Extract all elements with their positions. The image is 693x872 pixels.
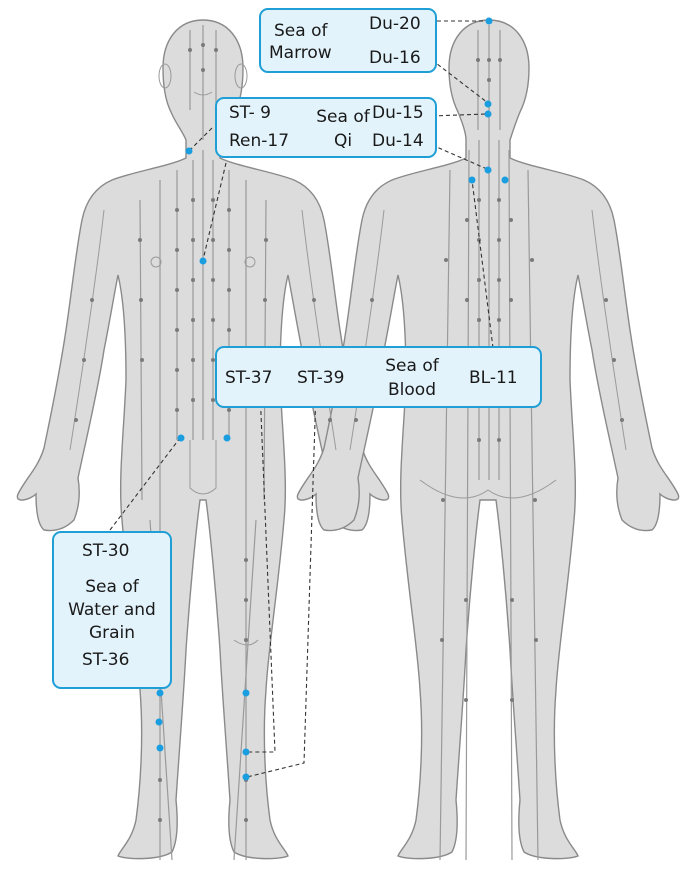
point-st9 [186, 148, 193, 155]
sea-of-marrow-box: Sea of Marrow Du-20 Du-16 [259, 8, 437, 73]
point-du14 [485, 167, 492, 174]
point-st30-right [224, 435, 231, 442]
marrow-title-line1: Sea of [274, 21, 327, 41]
qi-title-line1: Sea of [313, 107, 373, 127]
blood-title-line2: Blood [377, 380, 447, 400]
sea-of-blood-box: ST-37 ST-39 Sea of Blood BL-11 [215, 346, 542, 408]
sea-of-water-and-grain-box: ST-30 Sea of Water and Grain ST-36 [52, 531, 172, 689]
marrow-point-du16: Du-16 [369, 48, 421, 68]
qi-title-line2: Qi [313, 131, 373, 151]
point-st39-right [243, 774, 250, 781]
qi-point-ren17: Ren-17 [229, 131, 289, 151]
water-grain-title-line3: Grain [54, 623, 170, 643]
qi-point-du14: Du-14 [372, 131, 424, 151]
marrow-title-line2: Marrow [269, 43, 332, 63]
point-st37-right [243, 749, 250, 756]
qi-point-du15: Du-15 [372, 103, 424, 123]
point-bl11-right [502, 177, 509, 184]
blood-title-line1: Sea of [377, 356, 447, 376]
marrow-point-du20: Du-20 [369, 14, 421, 34]
point-ren17 [200, 258, 207, 265]
blood-point-bl11: BL-11 [469, 368, 518, 388]
point-st37-left [156, 719, 163, 726]
water-grain-title-line1: Sea of [54, 577, 170, 597]
point-st36-left [157, 690, 164, 697]
point-du20 [486, 18, 493, 25]
water-grain-title-line2: Water and [54, 600, 170, 620]
point-st36-right [243, 690, 250, 697]
blood-point-st39: ST-39 [297, 368, 344, 388]
point-st39-left [157, 745, 164, 752]
qi-point-st9: ST- 9 [229, 103, 271, 123]
water-grain-point-st36: ST-36 [82, 650, 129, 670]
sea-of-qi-box: ST- 9 Ren-17 Sea of Qi Du-15 Du-14 [215, 97, 437, 158]
point-st30-left [178, 435, 185, 442]
point-bl11-left [469, 177, 476, 184]
blood-point-st37: ST-37 [225, 368, 272, 388]
water-grain-point-st30: ST-30 [82, 541, 129, 561]
point-du15 [485, 111, 492, 118]
point-du16 [485, 101, 492, 108]
